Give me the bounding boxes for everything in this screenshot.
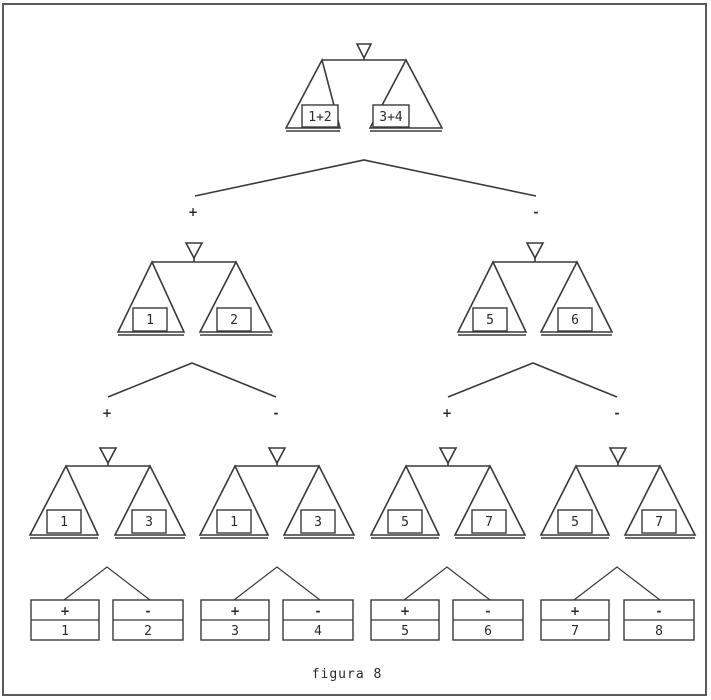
level2-balance-4: 5 7 <box>539 447 697 539</box>
pivot-icon <box>98 447 118 465</box>
leaf-sign-plus: + <box>60 604 70 618</box>
leaf-branch-lines <box>403 566 491 601</box>
level2-balance-2: 1 3 <box>198 447 356 539</box>
pan-label: 1 <box>146 313 154 328</box>
leaf-pair-3: + - 5 6 <box>370 599 524 641</box>
root-pivot-icon <box>355 43 373 60</box>
leaf-pair-4: + - 7 8 <box>540 599 695 641</box>
pan-label: 1 <box>60 515 68 530</box>
leaf-sign-plus: + <box>570 604 580 618</box>
root-right-label: 3+4 <box>379 110 403 125</box>
pan-label: 1 <box>230 515 238 530</box>
pan-label: 7 <box>655 515 663 530</box>
pan-label: 3 <box>314 515 322 530</box>
leaf-label: 1 <box>61 624 69 639</box>
branch-sign-plus: + <box>102 406 112 420</box>
leaf-branch-lines <box>573 566 661 601</box>
root-balance: 1+2 3+4 <box>284 43 444 132</box>
level1-balance-left: 1 2 <box>116 242 274 336</box>
leaf-label: 4 <box>314 624 322 639</box>
pan-label: 5 <box>401 515 409 530</box>
leaf-label: 2 <box>144 624 152 639</box>
pivot-icon <box>608 447 628 465</box>
leaf-sign-minus: - <box>657 604 662 618</box>
pan-label: 2 <box>230 313 238 328</box>
level1-left-branch-lines <box>107 362 277 398</box>
branch-sign-minus: - <box>274 406 279 420</box>
root-branch-lines <box>194 159 537 197</box>
leaf-label: 8 <box>655 624 663 639</box>
branch-sign-plus: + <box>188 205 198 219</box>
leaf-sign-minus: - <box>146 604 151 618</box>
leaf-label: 6 <box>484 624 492 639</box>
root-right-pan <box>368 58 444 129</box>
leaf-sign-plus: + <box>400 604 410 618</box>
leaf-label: 7 <box>571 624 579 639</box>
figure-frame <box>2 3 707 696</box>
leaf-pair-2: + - 3 4 <box>200 599 354 641</box>
level1-balance-right: 5 6 <box>456 242 614 336</box>
level2-balance-1: 1 3 <box>28 447 187 539</box>
pan-label: 5 <box>571 515 579 530</box>
root-left-pan <box>284 57 342 129</box>
leaf-sign-minus: - <box>316 604 321 618</box>
pivot-icon <box>267 447 287 465</box>
pan-label: 6 <box>571 313 579 328</box>
leaf-label: 3 <box>231 624 239 639</box>
pan-label: 5 <box>486 313 494 328</box>
level1-right-branch-lines <box>447 362 618 398</box>
leaf-sign-plus: + <box>230 604 240 618</box>
leaf-sign-minus: - <box>486 604 491 618</box>
leaf-pair-1: + - 1 2 <box>30 599 184 641</box>
figure-caption: figura 8 <box>312 667 383 682</box>
leaf-label: 5 <box>401 624 409 639</box>
branch-sign-plus: + <box>442 406 452 420</box>
pan-label: 3 <box>145 515 153 530</box>
pan-label: 7 <box>485 515 493 530</box>
pivot-icon <box>184 242 204 260</box>
leaf-branch-lines <box>233 566 321 601</box>
branch-sign-minus: - <box>615 406 620 420</box>
pivot-icon <box>525 242 545 260</box>
level2-balance-3: 5 7 <box>369 447 527 539</box>
root-left-label: 1+2 <box>308 110 331 125</box>
branch-sign-minus: - <box>534 205 539 219</box>
pivot-icon <box>438 447 458 465</box>
leaf-branch-lines <box>63 566 151 601</box>
